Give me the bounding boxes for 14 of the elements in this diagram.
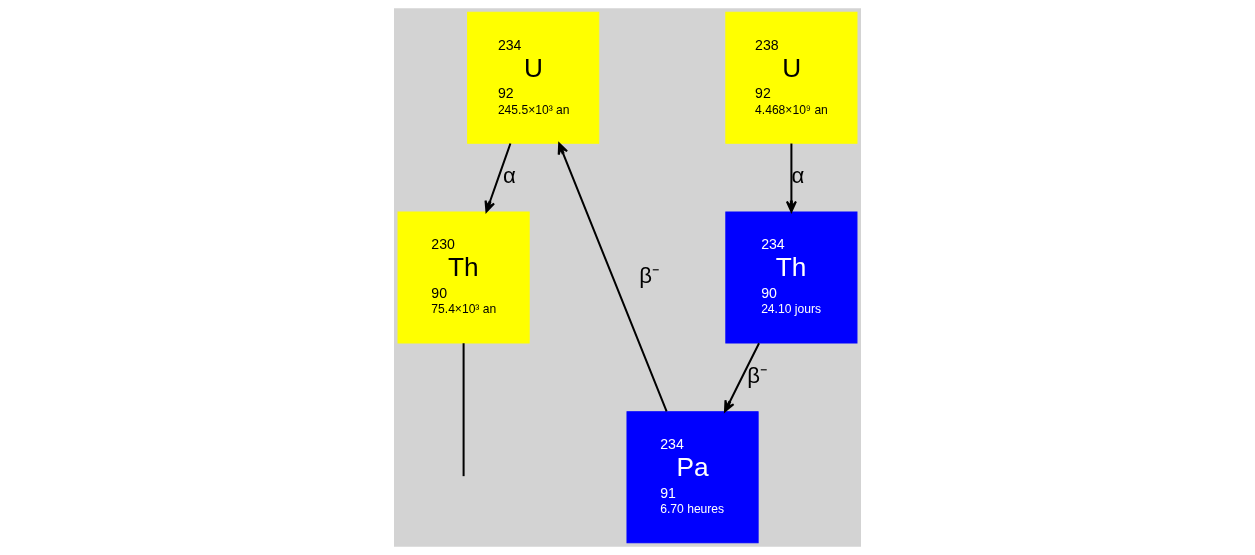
node-box: 234 Pa 91 6.70 heures — [626, 411, 759, 544]
edge-label: β⁻ — [747, 363, 768, 388]
node-box: 234 Th 90 24.10 jours — [725, 211, 858, 344]
connector — [462, 343, 465, 477]
arrow — [724, 342, 760, 413]
arrow — [484, 143, 512, 213]
arrow — [557, 142, 668, 412]
node-box: 238 U 92 4.468×10⁹ an — [725, 11, 858, 144]
edge-label: α — [503, 163, 516, 189]
arrow — [785, 143, 797, 213]
node-box: 234 U 92 245.5×10³ an — [467, 11, 600, 144]
edge-label: α — [791, 163, 805, 189]
node-box: 230 Th 90 75.4×10³ an — [397, 211, 530, 344]
edge-label: β⁻ — [639, 263, 661, 289]
